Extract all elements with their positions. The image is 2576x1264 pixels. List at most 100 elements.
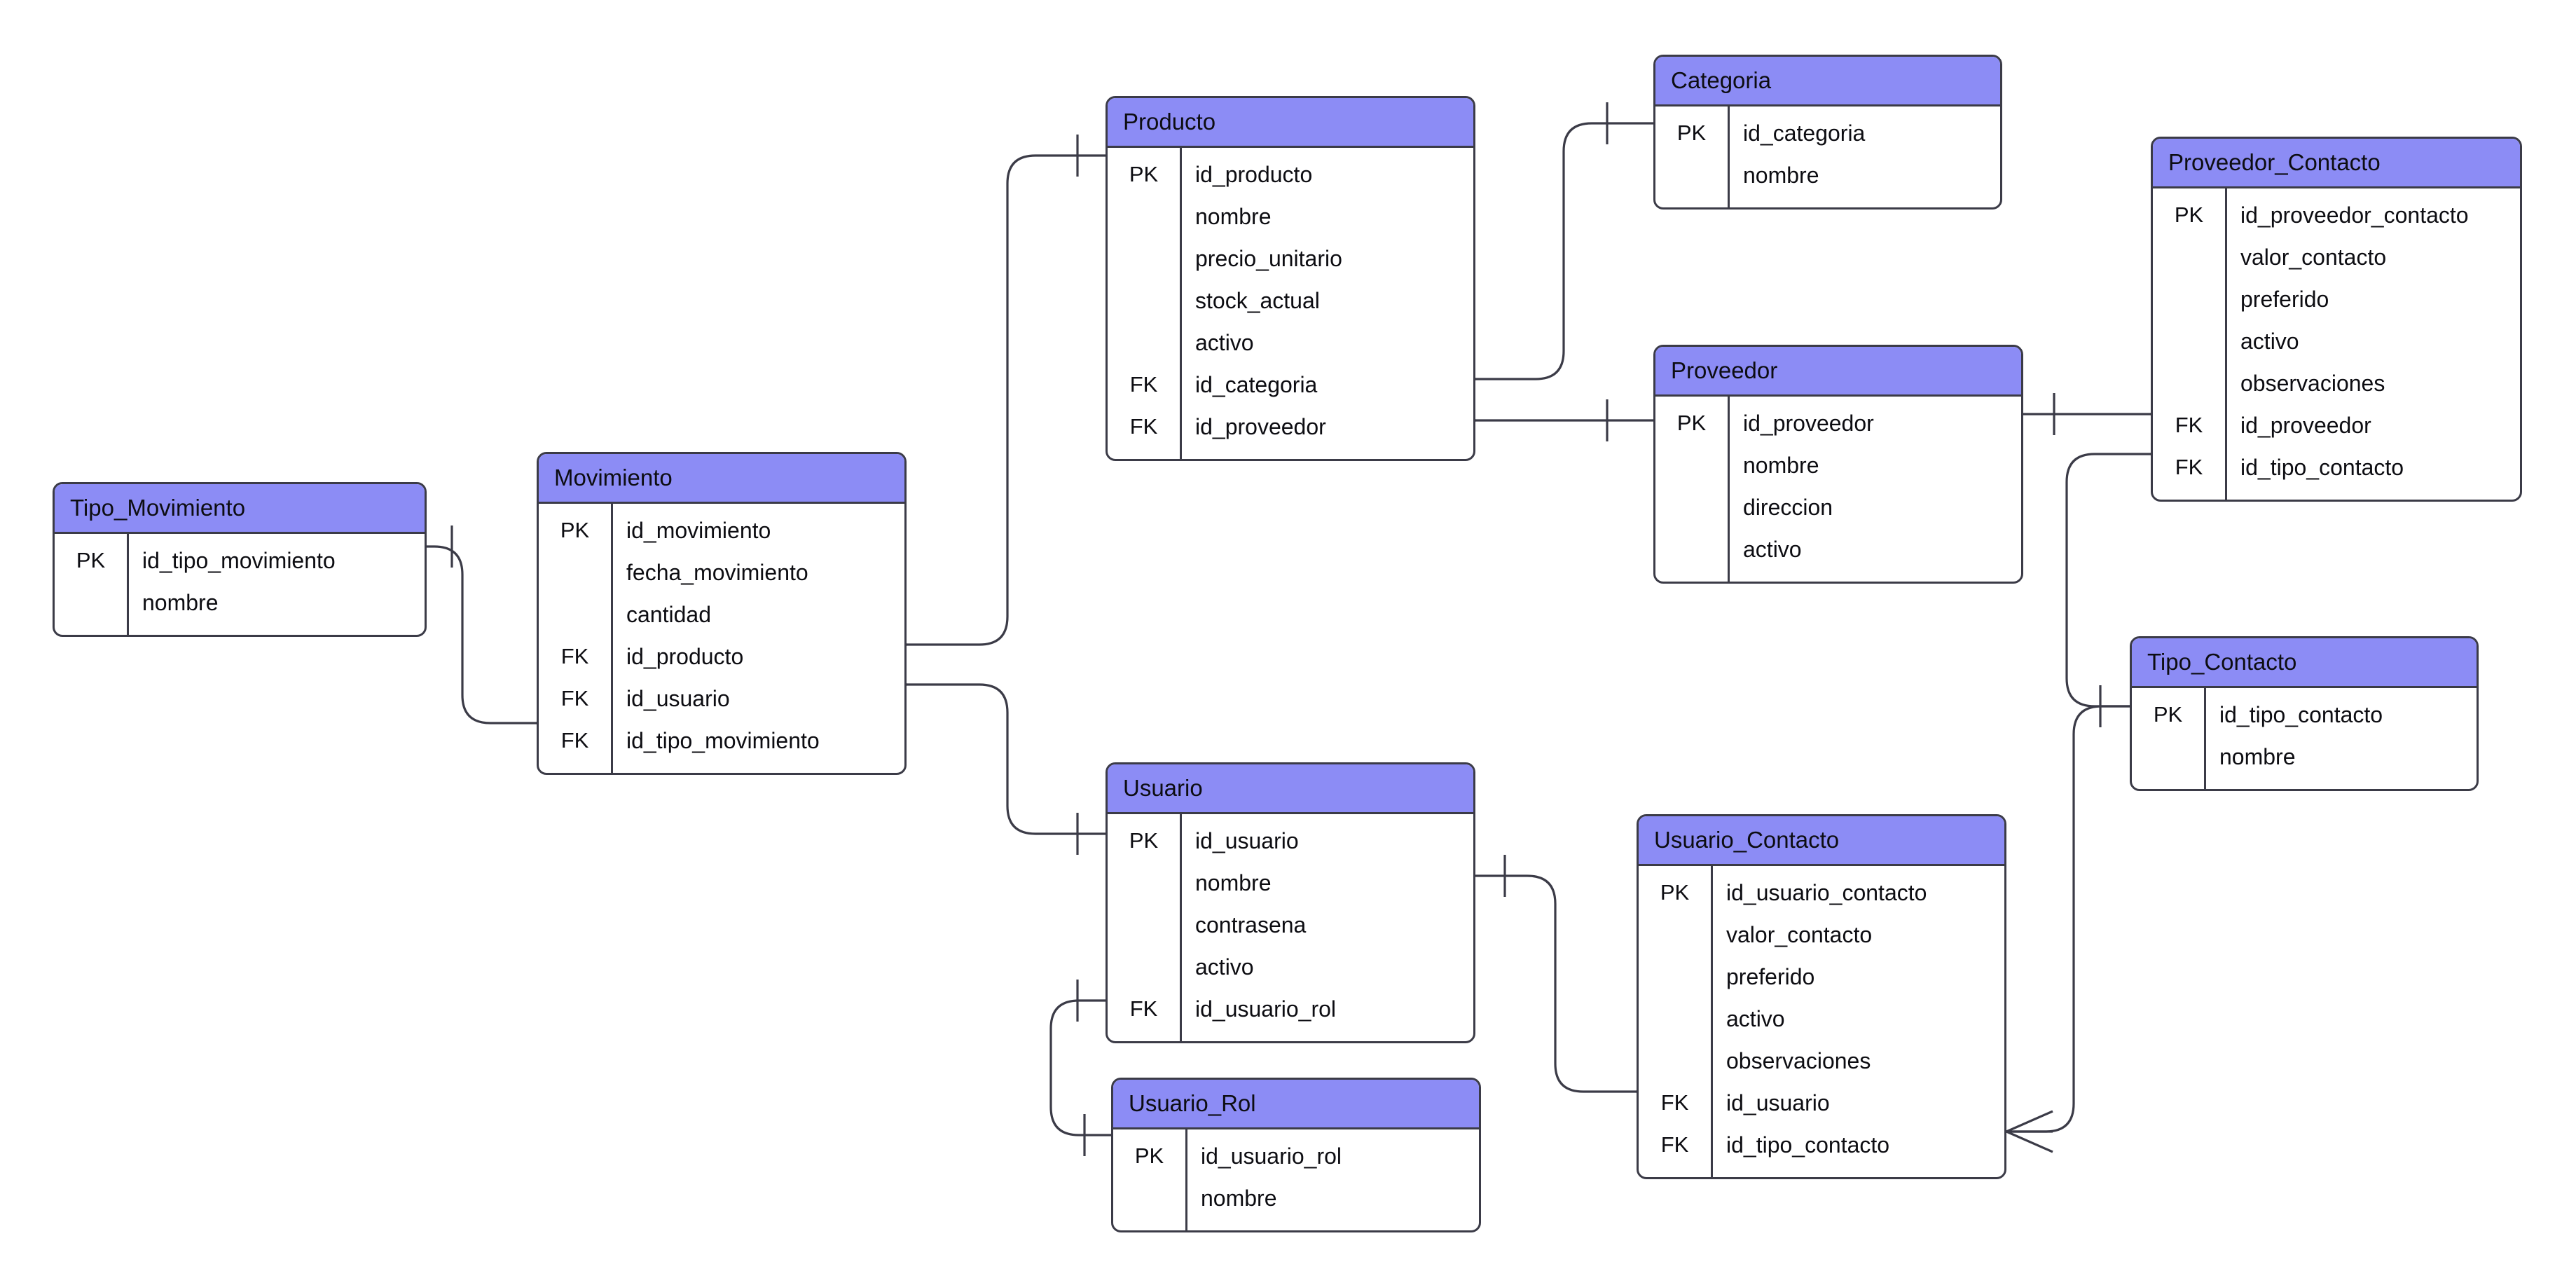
field-row[interactable]: activo [1108, 946, 1473, 988]
field-name: id_tipo_movimiento [626, 727, 820, 753]
entity-title-movimiento: Movimiento [539, 454, 904, 504]
field-name: activo [1726, 1005, 1785, 1031]
field-key-badge: PK [1676, 411, 1707, 435]
field-name: preferido [1726, 963, 1815, 989]
field-row[interactable]: activo [1655, 528, 2021, 570]
field-row[interactable]: contrasena [1108, 904, 1473, 946]
entity-title-proveedor: Proveedor [1655, 347, 2021, 397]
field-row[interactable]: nombre [1108, 195, 1473, 238]
field-name: id_usuario_contacto [1726, 879, 1927, 905]
field-row[interactable]: fecha_movimiento [539, 551, 904, 593]
field-name: preferido [2240, 286, 2329, 312]
field-name: activo [1195, 954, 1254, 980]
field-row[interactable]: stock_actual [1108, 280, 1473, 322]
field-key-badge: PK [1129, 162, 1159, 186]
field-name: nombre [142, 589, 219, 615]
entity-title-usuario_contacto: Usuario_Contacto [1639, 816, 2004, 866]
field-key-badge: FK [2175, 455, 2203, 479]
field-row[interactable]: activo [1639, 998, 2004, 1040]
field-name: id_usuario [1195, 827, 1299, 853]
field-key-badge: FK [1129, 372, 1158, 397]
field-row[interactable]: nombre [1113, 1177, 1479, 1219]
field-key-badge: PK [76, 548, 106, 572]
field-row[interactable]: observaciones [1639, 1040, 2004, 1082]
field-key-badge: PK [2174, 202, 2204, 227]
entity-title-categoria: Categoria [1655, 57, 2000, 107]
field-row[interactable]: precio_unitario [1108, 238, 1473, 280]
field-name: precio_unitario [1195, 245, 1342, 271]
field-key-badge: FK [560, 728, 589, 753]
field-row[interactable]: nombre [1655, 154, 2000, 196]
field-row[interactable]: PK id_tipo_contacto [2132, 694, 2477, 736]
field-name: nombre [1743, 162, 1819, 188]
edge-usuario-usuariorol[interactable] [1049, 980, 1111, 1156]
field-row[interactable]: observaciones [2153, 362, 2520, 404]
entity-title-proveedor_contacto: Proveedor_Contacto [2153, 139, 2520, 188]
field-name: id_proveedor [1743, 410, 1874, 436]
entity-title-usuario: Usuario [1108, 764, 1473, 814]
field-row[interactable]: direccion [1655, 486, 2021, 528]
field-key-badge: FK [1660, 1090, 1689, 1115]
field-row[interactable]: activo [1108, 322, 1473, 364]
field-row[interactable]: preferido [1639, 956, 2004, 998]
key-column-divider [1180, 814, 1182, 1041]
field-key-badge: FK [560, 686, 589, 710]
field-row[interactable]: preferido [2153, 278, 2520, 320]
field-row[interactable]: nombre [1655, 444, 2021, 486]
field-name: nombre [1201, 1185, 1277, 1211]
field-key-badge: PK [1134, 1143, 1164, 1168]
field-row[interactable]: PK id_proveedor_contacto [2153, 194, 2520, 236]
field-name: nombre [2219, 743, 2296, 769]
field-name: nombre [1195, 870, 1272, 895]
edge-usuariocontacto-tipocontacto[interactable] [2006, 705, 2130, 1153]
field-name: id_tipo_contacto [1726, 1132, 1890, 1157]
field-name: id_proveedor_contacto [2240, 202, 2469, 228]
field-row[interactable]: FK id_tipo_contacto [2153, 446, 2520, 488]
field-row[interactable]: cantidad [539, 593, 904, 636]
field-row[interactable]: FK id_tipo_movimiento [539, 720, 904, 762]
field-row[interactable]: nombre [55, 582, 425, 624]
field-row[interactable]: nombre [1108, 862, 1473, 904]
field-row[interactable]: valor_contacto [1639, 914, 2004, 956]
field-key-badge: PK [2153, 702, 2183, 727]
field-name: id_tipo_contacto [2240, 454, 2404, 480]
field-name: id_tipo_contacto [2219, 701, 2383, 727]
field-key-badge: FK [1129, 414, 1158, 439]
field-row[interactable]: nombre [2132, 736, 2477, 778]
field-row[interactable]: PK id_proveedor [1655, 402, 2021, 444]
field-row[interactable]: activo [2153, 320, 2520, 362]
field-key-badge: PK [1676, 121, 1707, 145]
field-row[interactable]: valor_contacto [2153, 236, 2520, 278]
